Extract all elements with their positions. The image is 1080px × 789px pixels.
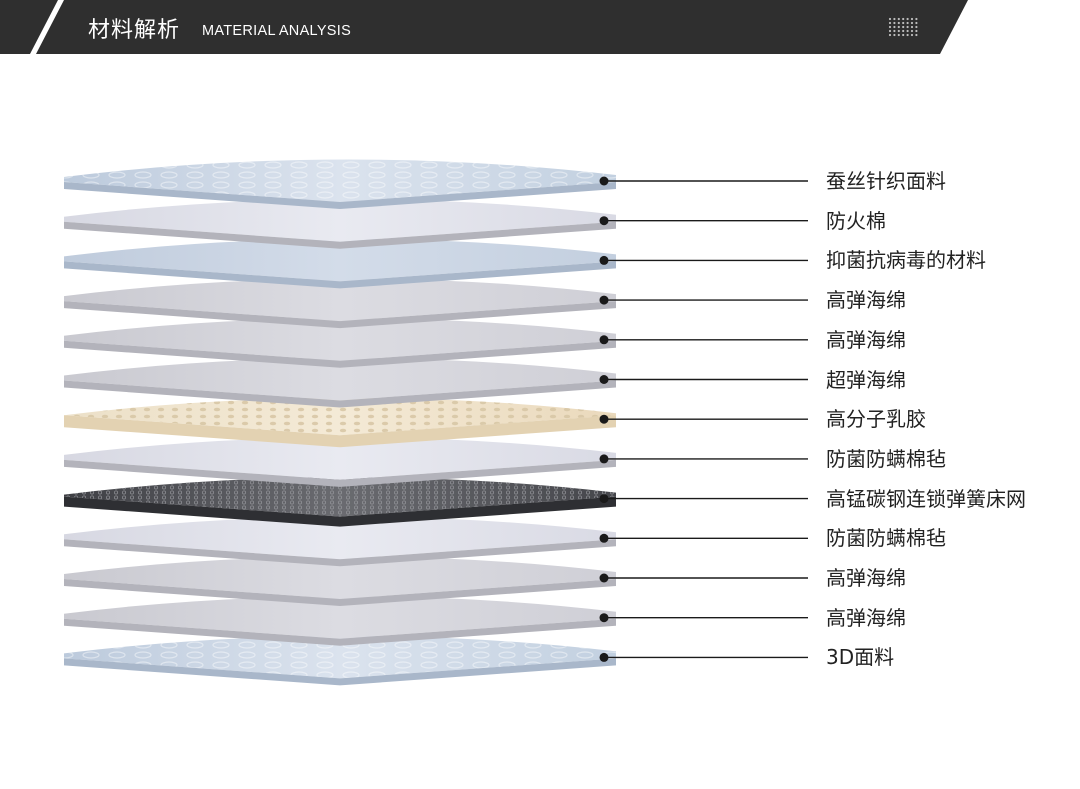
leader-dot bbox=[599, 533, 609, 543]
mattress-layer-6 bbox=[64, 357, 616, 408]
mattress-layer-2 bbox=[64, 199, 616, 249]
page-subtitle: MATERIAL ANALYSIS bbox=[202, 23, 352, 39]
mattress-layer-9 bbox=[64, 477, 616, 527]
layer-label-13: 3D面料 bbox=[826, 645, 895, 670]
mattress-layer-3 bbox=[64, 238, 616, 289]
leader-dot bbox=[599, 414, 609, 424]
mattress-layer-4 bbox=[64, 278, 616, 329]
layer-label-6: 超弹海绵 bbox=[826, 367, 906, 392]
mattress-layer-7 bbox=[64, 397, 616, 448]
dot-grid-icon bbox=[888, 17, 918, 37]
mattress-layer-5 bbox=[64, 318, 616, 368]
leader-dot bbox=[599, 375, 609, 384]
leader-dot bbox=[599, 573, 609, 583]
layer-label-3: 抑菌抗病毒的材料 bbox=[826, 248, 986, 273]
layer-label-1: 蚕丝针织面料 bbox=[826, 169, 946, 193]
mattress-layer-11 bbox=[64, 556, 616, 606]
layer-label-7: 高分子乳胶 bbox=[826, 407, 926, 432]
mattress-layer-10 bbox=[64, 516, 616, 567]
header-bar: 材料解析 MATERIAL ANALYSIS bbox=[0, 0, 1080, 54]
layer-label-5: 高弹海绵 bbox=[826, 327, 906, 352]
layer-label-11: 高弹海绵 bbox=[826, 566, 906, 590]
leader-dot bbox=[599, 494, 609, 504]
leader-dot bbox=[599, 255, 609, 265]
leader-dot bbox=[599, 176, 609, 186]
layer-label-2: 防火棉 bbox=[826, 208, 886, 233]
leader-dot bbox=[599, 295, 609, 305]
leader-dot bbox=[599, 613, 609, 623]
layer-label-10: 防菌防螨棉毡 bbox=[826, 526, 946, 551]
header-background bbox=[0, 0, 968, 54]
leader-dot bbox=[599, 454, 609, 464]
layer-label-4: 高弹海绵 bbox=[826, 288, 906, 313]
layer-label-12: 高弹海绵 bbox=[826, 605, 906, 630]
layer-label-9: 高锰碳钢连锁弹簧床网 bbox=[826, 486, 1026, 511]
mattress-layer-12 bbox=[64, 596, 616, 646]
mattress-layer-8 bbox=[64, 437, 616, 487]
mattress-layer-1 bbox=[64, 159, 616, 209]
leader-dot bbox=[599, 216, 609, 226]
page-title: 材料解析 bbox=[88, 18, 181, 43]
leader-dot bbox=[599, 652, 609, 662]
layer-label-8: 防菌防螨棉毡 bbox=[826, 446, 946, 471]
mattress-layer-13 bbox=[64, 635, 616, 686]
leader-dot bbox=[599, 335, 609, 345]
